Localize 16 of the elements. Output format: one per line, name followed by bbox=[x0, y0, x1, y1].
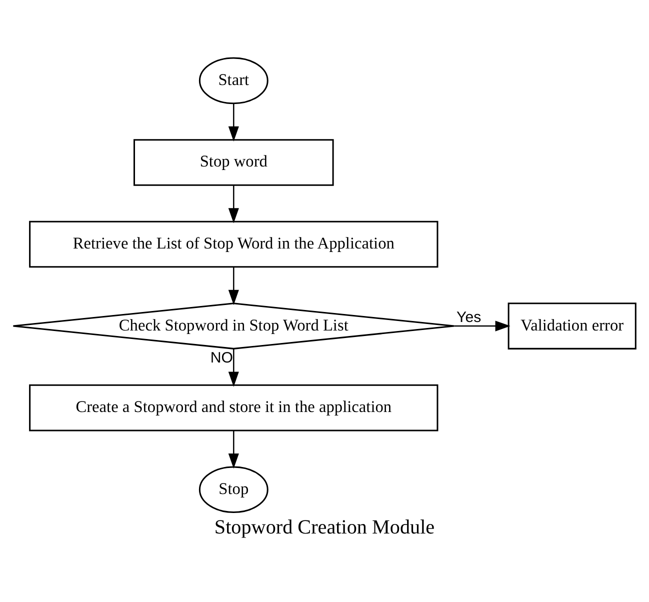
node-box: Create a Stopword and store it in the application bbox=[29, 384, 438, 431]
node-ellipse: Stop bbox=[198, 466, 268, 512]
node-diamond: Check Stopword in Stop Word List bbox=[12, 302, 455, 349]
node-ellipse: Start bbox=[198, 56, 268, 104]
node-box: Retrieve the List of Stop Word in the Application bbox=[29, 220, 438, 268]
arrow bbox=[228, 430, 239, 468]
arrow bbox=[228, 266, 239, 305]
caption: Stopword Creation Module bbox=[214, 516, 435, 538]
edge-label: Yes bbox=[456, 308, 482, 326]
arrow bbox=[228, 348, 239, 386]
node-box: Validation error bbox=[508, 302, 636, 349]
edge-label: NO bbox=[210, 349, 234, 366]
arrow bbox=[454, 320, 510, 331]
arrow bbox=[228, 184, 239, 223]
arrow bbox=[228, 103, 239, 141]
node-box: Stop word bbox=[134, 138, 334, 186]
